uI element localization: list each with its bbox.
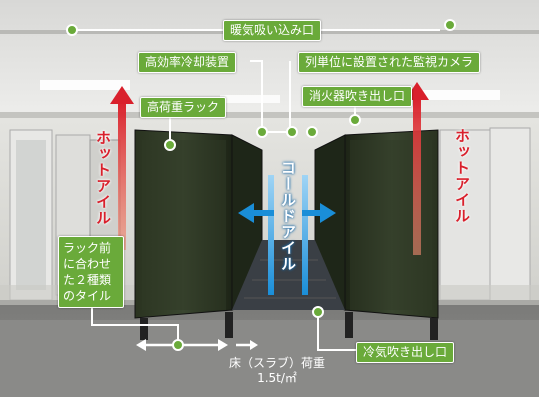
label-high-efficiency-cooling: 高効率冷却装置 <box>138 52 237 73</box>
label-warm-air-intake: 暖気吸い込み口 <box>223 20 322 41</box>
label-cold-air-outlet: 冷気吹き出し口 <box>356 342 455 363</box>
label-surveillance-camera: 列単位に設置された監視カメラ <box>298 52 481 73</box>
floor-load-caption: 床（スラブ）荷重 1.5t/㎡ <box>222 356 332 386</box>
label-high-load-rack: 高荷重ラック <box>140 97 227 118</box>
label-two-tile-types: ラック前に合わせた２種類のタイル <box>58 236 124 308</box>
label-cold-aisle: コールドアイル <box>279 160 297 272</box>
floor-load-value: 1.5t/㎡ <box>257 371 297 385</box>
marker-warm-air <box>66 24 78 36</box>
label-extinguisher-outlet: 消火器吹き出し口 <box>302 86 413 107</box>
label-hot-aisle-right: ホットアイル <box>453 128 471 224</box>
label-hot-aisle-left: ホットアイル <box>94 130 112 226</box>
floor-load-label: 床（スラブ）荷重 <box>228 356 325 370</box>
